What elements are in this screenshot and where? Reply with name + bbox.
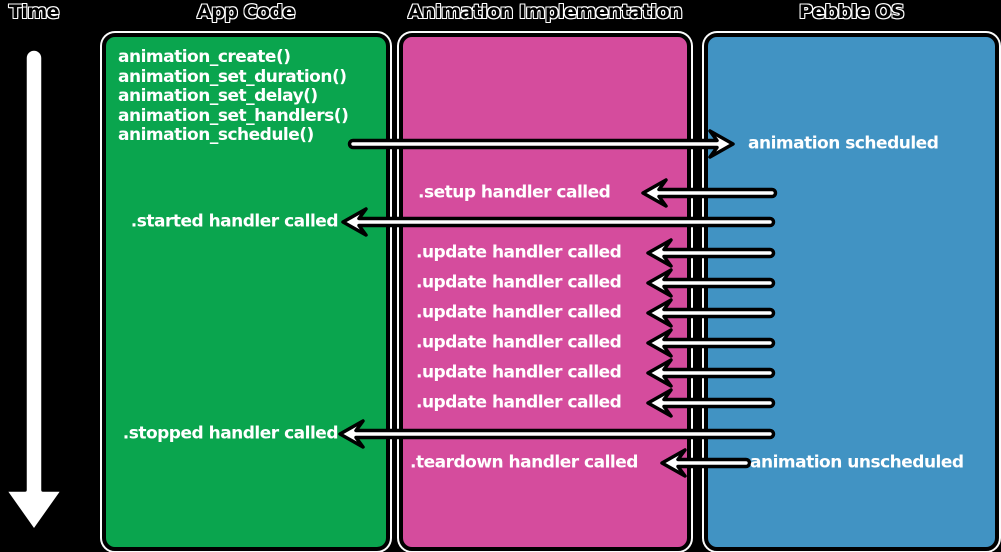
arrow-setup-handler [641,178,778,208]
time-axis-label: Time [8,1,60,23]
api-call-animation-set-handlers: animation_set_handlers() [118,105,349,126]
arrow-teardown-handler [660,448,752,478]
event-label-update-handler-1: .update handler called [416,242,622,263]
arrow-update-handler-6 [646,388,776,418]
column-header-pebble-os: Pebble OS [798,1,905,23]
event-label-update-handler-4: .update handler called [416,332,622,353]
arrow-update-handler-4 [646,328,776,358]
arrow-started-handler [341,207,776,237]
event-label-setup-handler: .setup handler called [418,182,611,203]
event-label-update-handler-3: .update handler called [416,302,622,323]
pebble-os-column-box [704,33,999,551]
api-call-animation-set-delay: animation_set_delay() [118,86,318,106]
event-label-teardown-handler: .teardown handler called [410,452,638,473]
event-label-update-handler-5: .update handler called [416,362,622,383]
api-call-animation-schedule: animation_schedule() [118,125,314,145]
column-header-animation-implementation: Animation Implementation [407,1,683,23]
column-header-app-code: App Code [196,1,296,23]
animation-implementation-column-box [399,33,691,551]
arrow-animation-scheduled [347,129,735,159]
app-code-column-box [102,33,390,551]
event-label-stopped-handler: .stopped handler called [122,423,339,444]
event-label-animation-unscheduled: animation unscheduled [750,452,964,473]
time-arrow [3,47,65,533]
api-call-animation-create: animation_create() [118,47,291,67]
app-code-call-list: animation_create() animation_set_duratio… [118,47,349,146]
event-label-animation-scheduled: animation scheduled [748,133,939,154]
event-label-started-handler: .started handler called [130,211,339,232]
arrow-update-handler-1 [646,238,776,268]
event-label-update-handler-2: .update handler called [416,272,622,293]
arrow-update-handler-5 [646,358,776,388]
arrow-stopped-handler [338,419,776,449]
arrow-update-handler-3 [646,298,776,328]
arrow-update-handler-2 [646,268,776,298]
event-label-update-handler-6: .update handler called [416,392,622,413]
api-call-animation-set-duration: animation_set_duration() [118,66,347,87]
